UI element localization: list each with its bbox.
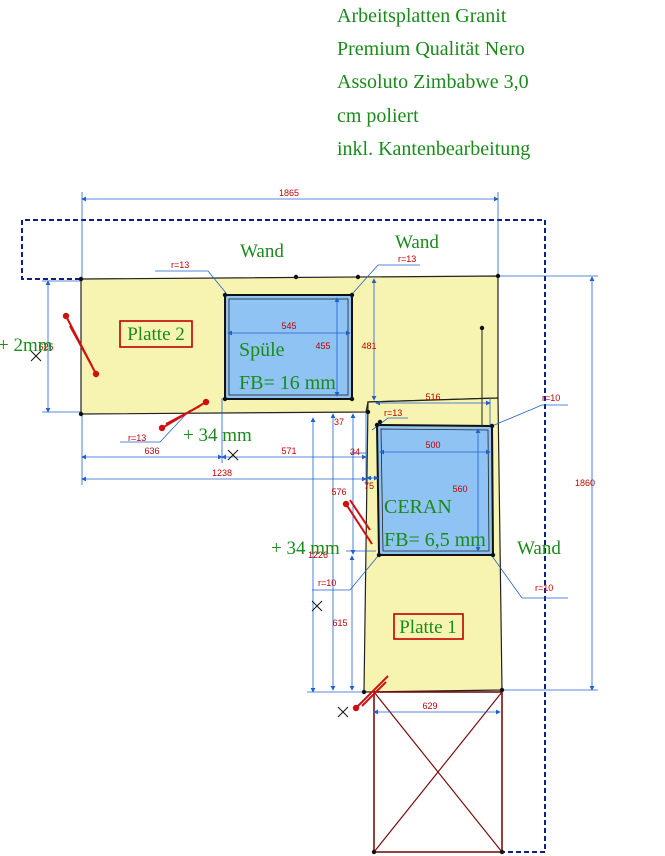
ceran-name: CERAN: [384, 496, 452, 518]
dim-1865: 1865: [279, 188, 299, 198]
wall-label-right: Wand: [517, 538, 561, 559]
sink-name: Spüle: [239, 339, 285, 361]
edge-markers: [62, 312, 389, 712]
dim-1860: 1860: [575, 478, 595, 488]
radius-label-sink-tr: r=13: [398, 254, 416, 264]
dim-1238: 1238: [212, 468, 232, 478]
dim-75: 75: [364, 481, 374, 491]
radius-label-sink-tl: r=13: [171, 260, 189, 270]
sink-fb: FB= 16 mm: [239, 372, 336, 394]
dim-576: 576: [331, 487, 346, 497]
radius-label-corner: r=13: [384, 408, 402, 418]
dim-615: 615: [332, 618, 347, 628]
edge-note-plus-34mm-top: + 34 mm: [183, 425, 252, 446]
wall-outline: [21, 219, 546, 853]
dim-625: 625: [38, 342, 53, 352]
dim-571: 571: [281, 446, 296, 456]
cabinet-box: [373, 691, 503, 853]
dimension-lines: [42, 192, 598, 715]
dim-481: 481: [361, 341, 376, 351]
title-line-5: inkl. Kantenbearbeitung: [337, 138, 531, 160]
dim-516: 516: [425, 392, 440, 402]
wall-label-top-right: Wand: [395, 232, 439, 253]
dim-560: 560: [452, 484, 467, 494]
dim-500: 500: [425, 440, 440, 450]
wall-label-top: Wand: [240, 241, 284, 262]
platte-2-box: [119, 320, 193, 348]
radius-label-ceran-br: r=10: [535, 583, 553, 593]
dim-455: 455: [315, 341, 330, 351]
platte-2-label: Platte 2: [127, 324, 185, 345]
title-line-4: cm poliert: [337, 105, 419, 127]
dim-636: 636: [144, 446, 159, 456]
title-line-1: Arbeitsplatten Granit: [337, 5, 507, 27]
platte-1-label: Platte 1: [399, 617, 457, 638]
ceran-fb: FB= 6,5 mm: [384, 529, 486, 551]
radius-label-ceran-bl: r=10: [318, 578, 336, 588]
dim-629: 629: [422, 701, 437, 711]
radius-label-ceran-tr: r=10: [542, 393, 560, 403]
vertex-points: [78, 273, 505, 855]
sink-inner-border: [228, 298, 349, 396]
ceran-inner-border: [380, 428, 490, 552]
title-line-3: Assoluto Zimbabwe 3,0: [337, 71, 529, 93]
edge-note-plus-2mm: + 2mm: [0, 335, 53, 356]
radius-label-sink-bl: r=13: [128, 433, 146, 443]
cross-markers: [30, 350, 349, 718]
dim-1226: 1226: [308, 550, 328, 560]
platte-1-box: [393, 613, 464, 640]
dim-34: 34: [350, 447, 360, 457]
title-line-2: Premium Qualität Nero: [337, 38, 525, 60]
edge-note-plus-34mm-side: + 34 mm: [271, 538, 340, 559]
dim-37: 37: [334, 417, 344, 427]
dim-545: 545: [281, 321, 296, 331]
sink-cutout: [224, 294, 353, 400]
